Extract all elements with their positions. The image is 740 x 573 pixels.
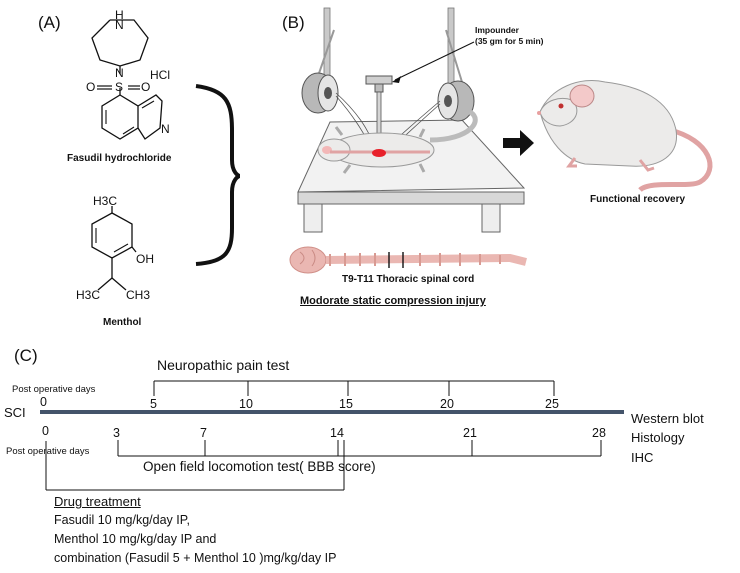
top-day-20: 20 bbox=[440, 397, 454, 411]
timeline-bar bbox=[40, 410, 624, 414]
post-op-top: Post operative days bbox=[12, 384, 96, 395]
fasudil-atom-n-bottom: N bbox=[115, 66, 124, 80]
histology-label: Histology bbox=[631, 430, 685, 445]
fasudil-atom-o-left: O bbox=[86, 80, 96, 94]
fasudil-atom-s: S bbox=[115, 80, 124, 94]
bottom-day-21: 21 bbox=[463, 426, 477, 440]
bottom-day-0: 0 bbox=[42, 424, 49, 438]
bottom-day-3: 3 bbox=[113, 426, 120, 440]
panel-a-label: (A) bbox=[38, 13, 61, 32]
fasudil-atom-h: H bbox=[115, 8, 124, 22]
fasudil-atom-o-right: O bbox=[141, 80, 151, 94]
outcome-label: Functional recovery bbox=[590, 194, 686, 205]
bbb-bracket bbox=[117, 440, 602, 457]
western-blot-label: Western blot bbox=[631, 411, 704, 426]
bottom-day-14: 14 bbox=[330, 426, 344, 440]
panel-c-label: (C) bbox=[14, 346, 38, 365]
menthol-ring bbox=[91, 212, 133, 259]
diazepane-ring bbox=[91, 19, 149, 67]
top-day-15: 15 bbox=[339, 397, 353, 411]
sci-label: SCI bbox=[4, 405, 26, 420]
menthol-hydroxyl: OH bbox=[136, 252, 154, 266]
spinal-cord-label: T9-T11 Thoracic spinal cord bbox=[342, 274, 475, 285]
neuropathic-bracket bbox=[153, 380, 555, 396]
panel-b-label: (B) bbox=[282, 13, 305, 32]
drug-line-2: Menthol 10 mg/kg/day IP and bbox=[54, 532, 217, 546]
menthol-methyl-left: H3C bbox=[76, 288, 101, 302]
menthol-methyl-top: H3C bbox=[93, 194, 118, 208]
lesion-site bbox=[372, 149, 386, 157]
drug-line-3: combination (Fasudil 5 + Menthol 10 )mg/… bbox=[54, 551, 337, 565]
post-op-bottom: Post operative days bbox=[6, 446, 90, 457]
open-field-label: Open field locomotion test( BBB score) bbox=[143, 459, 376, 474]
injury-label: Modorate static compression injury bbox=[300, 295, 486, 307]
menthol-name: Menthol bbox=[103, 317, 142, 328]
fasudil-atom-n-top: N bbox=[115, 18, 124, 32]
fasudil-name: Fasudil hydrochloride bbox=[67, 153, 172, 164]
isoquinoline-left-ring bbox=[101, 94, 139, 140]
fasudil-atom-n-ring: N bbox=[161, 122, 170, 136]
drug-line-1: Fasudil 10 mg/kg/day IP, bbox=[54, 513, 190, 527]
result-arrow bbox=[503, 130, 534, 156]
spinal-cord-illustration bbox=[289, 246, 527, 274]
neuropathic-title: Neuropathic pain test bbox=[157, 357, 290, 373]
fasudil-salt: HCl bbox=[150, 68, 170, 82]
isoquinoline-right-ring bbox=[137, 94, 163, 140]
drug-treatment-title: Drug treatment bbox=[54, 494, 141, 509]
ihc-label: IHC bbox=[631, 450, 654, 465]
recovered-mouse bbox=[537, 80, 713, 193]
bottom-day-28: 28 bbox=[592, 426, 606, 440]
mouse-on-table bbox=[317, 109, 478, 174]
bottom-day-7: 7 bbox=[200, 426, 207, 440]
top-day-10: 10 bbox=[239, 397, 253, 411]
top-day-0: 0 bbox=[40, 395, 47, 409]
drug-bracket bbox=[45, 440, 345, 491]
impounder-detail: (35 gm for 5 min) bbox=[475, 36, 544, 46]
top-day-5: 5 bbox=[150, 397, 157, 411]
impounder-label: Impounder bbox=[475, 25, 519, 35]
menthol-methyl-right: CH3 bbox=[126, 288, 151, 302]
top-day-25: 25 bbox=[545, 397, 559, 411]
curly-brace bbox=[195, 84, 241, 266]
